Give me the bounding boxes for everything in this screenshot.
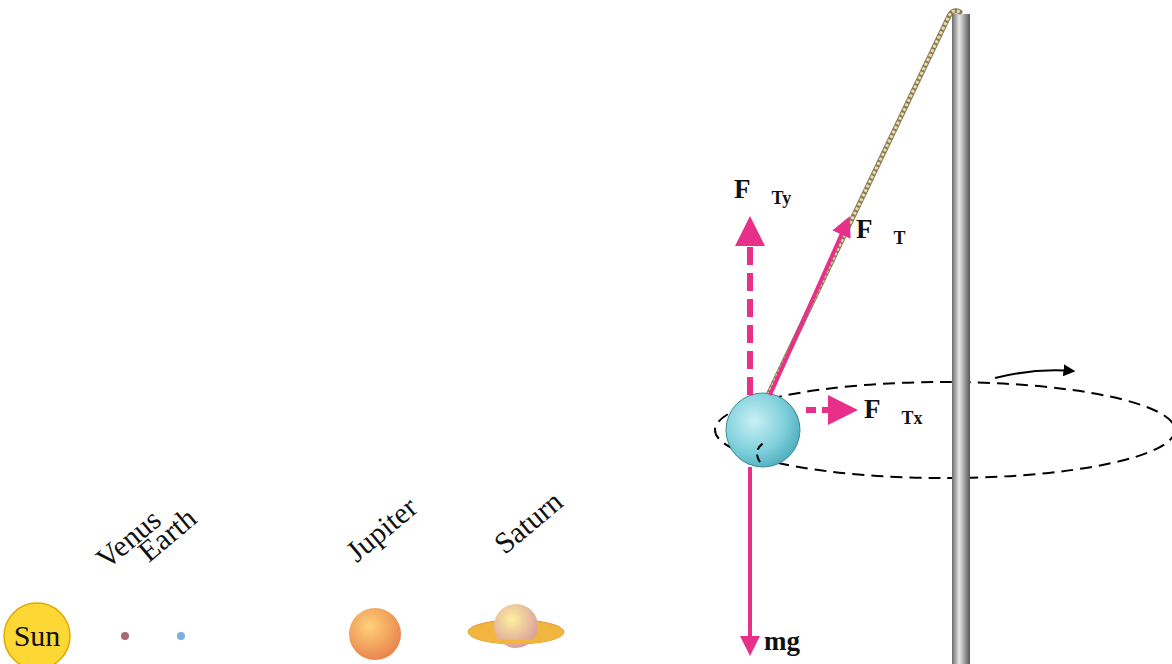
tension-y-component [747,222,753,395]
planet-name: Jupiter [341,491,423,566]
circular-path [715,382,1172,478]
ball [726,393,800,467]
planet-name: Saturn [489,485,568,558]
venus-dot [121,632,129,640]
sun-label: Sun [14,619,61,653]
sun-disc [4,603,70,664]
force-label: F⃗Tx [864,396,923,427]
sun-circle: Sun [2,601,72,664]
earth-dot [177,632,185,640]
rotation-arrow [995,370,1073,378]
tension-vector [770,220,848,395]
force-label: mg⃗ [764,628,821,655]
pole [952,14,970,664]
tension-x-component [806,407,852,413]
saturn-planet [468,604,564,648]
force-label: F⃗T [856,216,906,247]
circular-path-front [757,442,765,462]
weight-vector [748,467,752,652]
jupiter-planet [349,608,401,660]
string [768,11,960,395]
string-twist [768,11,960,395]
force-label: F⃗Ty [734,176,791,207]
